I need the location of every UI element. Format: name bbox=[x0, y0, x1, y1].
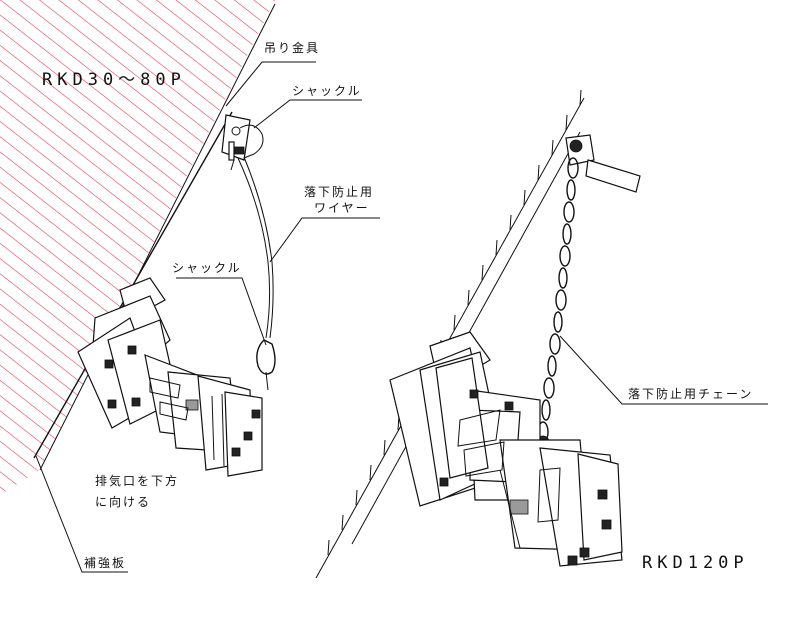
label-hanger: 吊り金具 bbox=[264, 40, 320, 55]
fall-prevention-chain bbox=[537, 157, 579, 443]
label-wire-line1: 落下防止用 bbox=[304, 184, 374, 199]
label-shackle-top: シャックル bbox=[292, 84, 362, 98]
hanger-bracket bbox=[221, 114, 264, 171]
label-plate: 補強板 bbox=[84, 556, 126, 570]
leader-chain bbox=[559, 335, 768, 405]
leader-wire bbox=[269, 217, 380, 263]
left-pump bbox=[77, 277, 263, 477]
label-wire-line2: ワイヤー bbox=[314, 201, 370, 215]
right-wall bbox=[315, 97, 585, 579]
lower-shackle bbox=[256, 339, 276, 375]
left-wall-edge bbox=[39, 3, 276, 471]
label-shackle-bottom: シャックル bbox=[172, 261, 242, 275]
right-pump bbox=[389, 331, 623, 567]
left-wall-hatch bbox=[0, 0, 275, 495]
left-model-label: RKD30～80P bbox=[42, 70, 186, 90]
leader-hanger bbox=[225, 61, 316, 107]
label-exhaust-line1: 排気口を下方 bbox=[95, 473, 179, 488]
left-assembly bbox=[0, 0, 380, 573]
leader-shackle-bottom bbox=[176, 277, 267, 346]
leader-shackle-top bbox=[253, 99, 362, 129]
leader-plate bbox=[35, 455, 128, 573]
right-model-label: RKD120P bbox=[642, 553, 749, 573]
label-exhaust-line2: に向ける bbox=[95, 494, 151, 509]
right-assembly bbox=[315, 89, 768, 579]
fall-prevention-wire bbox=[237, 157, 271, 339]
label-chain: 落下防止用チェーン bbox=[628, 386, 753, 401]
